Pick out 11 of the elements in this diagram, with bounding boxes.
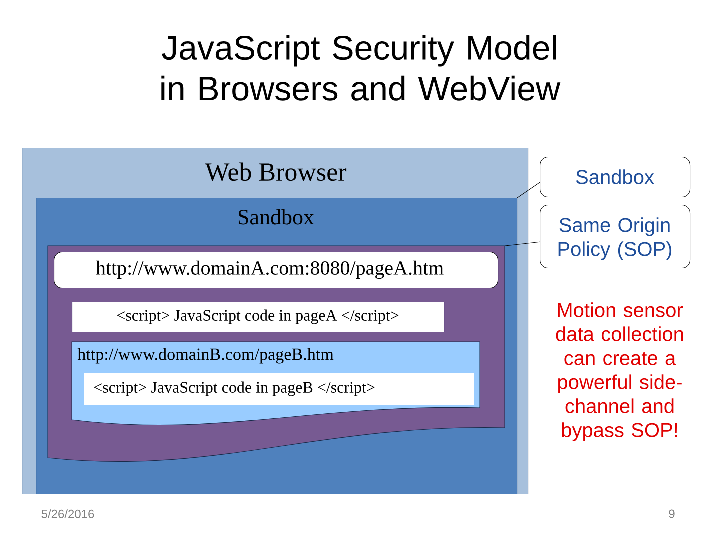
date-text: 5/26/2016: [42, 510, 94, 518]
script-box: <script> JavaScript code in pageB </script>: [84, 373, 474, 406]
leader-line: [505, 242, 540, 246]
url-bar: http://www.domainA.com:8080/pageA.htm: [54, 252, 499, 289]
page-number: 9: [669, 510, 675, 518]
callout-box: Same Origin Policy (SOP): [540, 205, 691, 269]
script-box: <script> JavaScript code in pageA </script>: [72, 302, 445, 333]
note-text: Motion sensor data collection can create a powerful side-channel and bypass SOP!: [556, 302, 684, 442]
slide-title: JavaScript Security Model in Browsers and WebView: [162, 35, 561, 101]
leader-line: [517, 182, 540, 198]
callout-box: Sandbox: [540, 157, 691, 198]
